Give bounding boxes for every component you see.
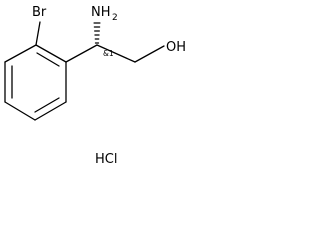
bromine-label: Br bbox=[32, 5, 47, 20]
amine-label: NH bbox=[91, 5, 111, 20]
chemical-structure-drawing: Br NH 2 &1 OH HCl bbox=[4, 5, 186, 167]
hydroxyl-label: OH bbox=[166, 40, 186, 55]
carbon-bromine-bond bbox=[35, 21, 41, 46]
stereocenter-to-methylene-bond bbox=[96, 44, 136, 63]
amine-subscript: 2 bbox=[112, 13, 118, 23]
hashed-wedge-bond bbox=[93, 22, 101, 44]
ring-bond-1 bbox=[35, 44, 67, 63]
ring-double-bond-1 bbox=[36, 52, 60, 67]
ring-bond-3 bbox=[34, 101, 67, 121]
hydrochloride-salt-label: HCl bbox=[95, 152, 117, 167]
ring-bond-6 bbox=[4, 44, 37, 63]
structure-canvas: Br NH 2 &1 OH HCl bbox=[0, 0, 195, 173]
ring-to-stereocenter-bond bbox=[65, 44, 98, 63]
ring-bond-4 bbox=[4, 101, 36, 121]
methylene-to-hydroxyl-bond bbox=[134, 45, 165, 63]
ring-double-bond-2 bbox=[34, 97, 60, 113]
stereo-descriptor-label: &1 bbox=[103, 49, 114, 58]
benzene-ring bbox=[4, 44, 67, 121]
